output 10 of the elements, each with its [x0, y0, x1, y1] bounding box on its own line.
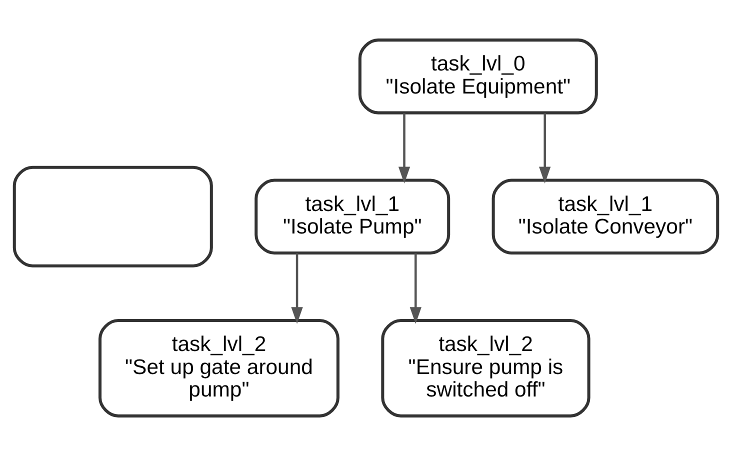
node-box: task_lvl_2 "Set up gate around pump": [98, 318, 340, 417]
node-box: task_lvl_0 "Isolate Equipment": [358, 38, 598, 114]
node-box: task_lvl_1 "Isolate Pump": [254, 178, 450, 254]
node-box: [12, 165, 213, 267]
arrow: [539, 112, 551, 183]
node-box: task_lvl_1 "Isolate Conveyor": [492, 178, 720, 254]
arrow: [398, 112, 410, 183]
arrow: [410, 252, 422, 324]
arrow: [291, 252, 303, 324]
node-box: task_lvl_2 "Ensure pump is switched off": [381, 318, 590, 417]
